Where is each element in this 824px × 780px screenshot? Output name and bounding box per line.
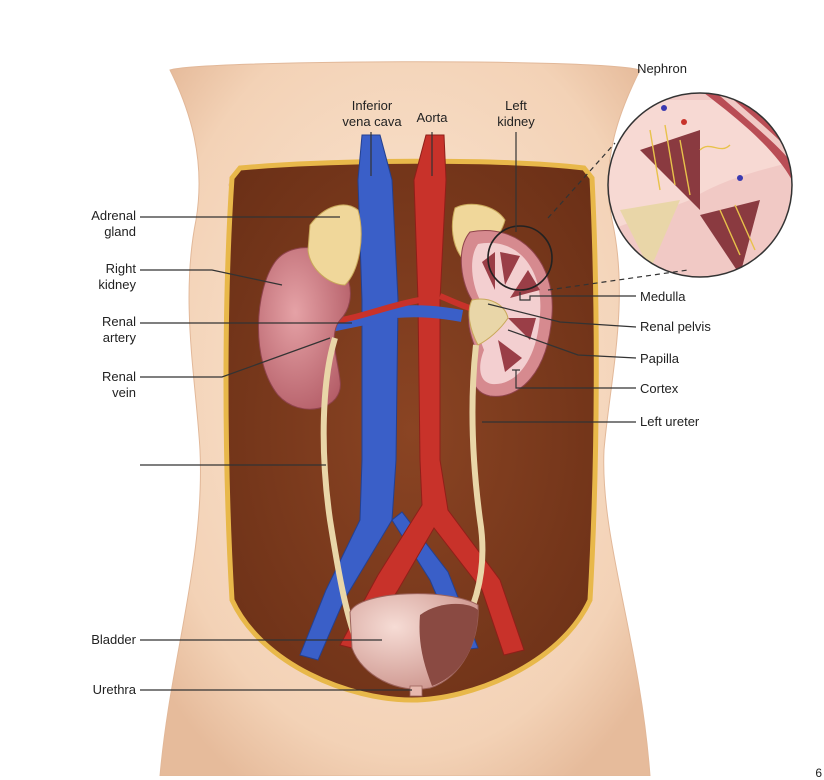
renal-pelvis	[468, 298, 509, 346]
label-adrenal-gland: Adrenal gland	[91, 208, 136, 239]
leader-papilla	[507, 329, 637, 359]
aorta	[339, 134, 525, 656]
leader-lines	[140, 132, 637, 691]
leader-medulla	[519, 292, 636, 301]
leader-renal-pelvis	[487, 303, 637, 328]
renal-pyramids	[482, 252, 540, 372]
label-left-ureter: Left ureter	[640, 414, 700, 429]
label-inferior-vena-cava: Inferior vena cava	[342, 98, 402, 129]
label-medulla: Medulla	[640, 289, 686, 304]
left-renal-artery	[438, 293, 471, 311]
label-renal-vein: Renal vein	[102, 369, 136, 400]
inferior-vena-cava	[299, 134, 399, 661]
label-right-kidney: Right kidney	[98, 261, 136, 292]
label-renal-pelvis: Renal pelvis	[640, 319, 711, 334]
kidney-detail-circle	[487, 225, 553, 291]
left-renal-vein	[394, 305, 464, 322]
leader-renal-vein	[140, 337, 331, 378]
label-papilla: Papilla	[640, 351, 680, 366]
leader-cortex	[515, 370, 636, 389]
label-left-kidney: Left kidney	[497, 98, 535, 129]
bladder-interior	[419, 603, 478, 686]
slide-number: 6	[815, 766, 822, 780]
label-urethra: Urethra	[92, 682, 136, 697]
inset-connector-bottom	[547, 269, 689, 291]
label-nephron: Nephron	[637, 61, 687, 76]
label-cortex: Cortex	[640, 381, 679, 396]
inset-connector-top	[547, 142, 616, 219]
leader-right-kidney	[140, 269, 283, 286]
nephron-inset	[607, 92, 793, 278]
label-bladder: Bladder	[91, 632, 136, 647]
urethra	[409, 685, 423, 697]
label-renal-artery: Renal artery	[102, 314, 136, 345]
right-ureter	[320, 337, 359, 642]
label-aorta: Aorta	[416, 110, 448, 125]
right-adrenal-gland	[307, 204, 362, 286]
